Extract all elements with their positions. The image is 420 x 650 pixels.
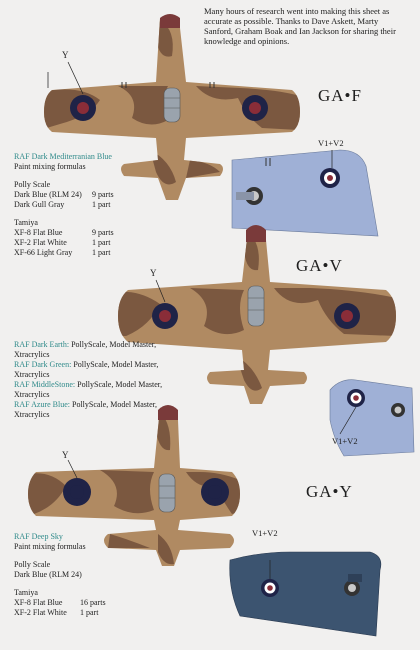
paint-entry: RAF MiddleStone: PollyScale, Model Maste… <box>14 380 163 389</box>
formula-row: Dark Blue (RLM 24) <box>14 570 82 579</box>
intro-text: Many hours of research went into making … <box>204 6 396 46</box>
position-callout-label: V1+V2 <box>318 138 344 148</box>
notes-heading: RAF Deep Sky <box>14 532 63 541</box>
paint-notes-1: RAF Dark Mediterranian Blue Paint mixing… <box>14 152 154 258</box>
notes-subheading: Paint mixing formulas <box>14 542 86 551</box>
brand-name: Polly Scale <box>14 180 51 189</box>
paint-entry-cont: Xtracrylics <box>14 390 50 399</box>
aircraft-code: GA•Y <box>306 482 353 501</box>
paint-entry: RAF Dark Green: PollyScale, Model Master… <box>14 360 159 369</box>
position-callout-label: V1+V2 <box>252 528 278 538</box>
brand-name: Tamiya <box>14 588 38 597</box>
color-callout-label: Y <box>150 268 157 278</box>
notes-subheading: Paint mixing formulas <box>14 162 86 171</box>
aircraft-code: GA•V <box>296 256 343 275</box>
paint-entry-cont: Xtracrylics <box>14 350 50 359</box>
paint-entry: RAF Azure Blue: PollyScale, Model Master… <box>14 400 157 409</box>
paint-entry-cont: Xtracrylics <box>14 410 50 419</box>
paint-entry: RAF Dark Earth: PollyScale, Model Master… <box>14 340 157 349</box>
brand-name: Polly Scale <box>14 560 51 569</box>
formula-row: Dark Blue (RLM 24)9 parts <box>14 190 114 199</box>
notes-heading: RAF Dark Mediterranian Blue <box>14 152 112 161</box>
brand-name: Tamiya <box>14 218 38 227</box>
paint-notes-2: RAF Dark Earth: PollyScale, Model Master… <box>14 340 194 420</box>
color-callout-label: Y <box>62 450 69 460</box>
aircraft-code: GA•F <box>318 86 362 105</box>
paint-notes-3: RAF Deep Sky Paint mixing formulas Polly… <box>14 532 164 618</box>
color-callout-label: Y <box>62 50 69 60</box>
paint-entry-cont: Xtracrylics <box>14 370 50 379</box>
position-callout-label: V1+V2 <box>332 436 358 446</box>
